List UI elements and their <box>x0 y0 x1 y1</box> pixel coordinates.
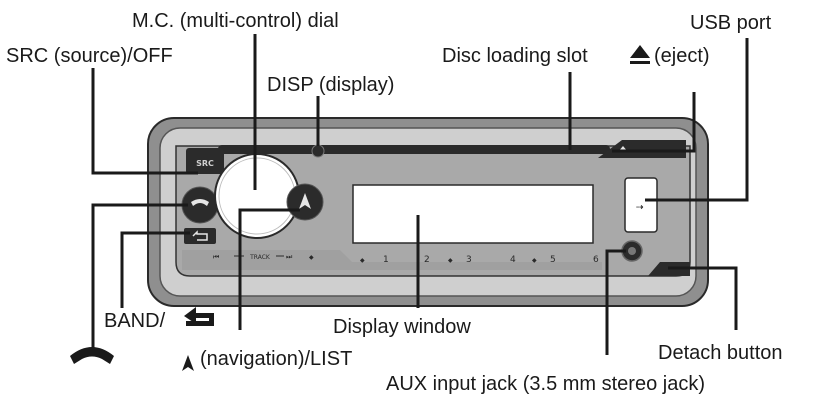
label-detach: Detach button <box>658 342 783 364</box>
eject-button[interactable] <box>598 140 686 158</box>
leader-eject <box>612 92 696 153</box>
leader-lines <box>91 34 749 355</box>
leader-phone <box>91 203 188 353</box>
leader-band <box>120 231 190 308</box>
preset-3[interactable]: 3 <box>466 255 472 265</box>
next-track-icon: ⏭ <box>286 253 293 261</box>
label-mc-dial: M.C. (multi-control) dial <box>132 10 339 32</box>
preset-6[interactable]: 6 <box>593 255 599 265</box>
disp-button[interactable] <box>311 144 325 158</box>
diamond-icon: ◆ <box>309 255 314 261</box>
prev-track-icon: ⏮ <box>213 253 219 261</box>
band-button-icon <box>192 230 208 241</box>
label-disc-slot: Disc loading slot <box>442 45 588 67</box>
up-triangle-icon <box>182 355 194 371</box>
label-usb-port: USB port <box>690 12 772 34</box>
diamond-icon: ◆ <box>448 258 453 264</box>
label-src: SRC (source)/OFF <box>6 45 173 67</box>
src-button-label: SRC <box>196 159 214 168</box>
label-navigation: (navigation)/LIST <box>200 348 353 370</box>
mc-dial[interactable] <box>214 153 300 239</box>
disc-loading-slot <box>218 145 610 154</box>
label-aux: AUX input jack (3.5 mm stereo jack) <box>386 373 705 395</box>
leader-aux <box>605 249 626 355</box>
return-arrow-icon <box>184 307 214 326</box>
leader-src <box>91 68 198 175</box>
src-button[interactable] <box>186 148 224 174</box>
usb-port-icon: ⇢ <box>636 203 644 213</box>
track-label: TRACK <box>249 254 271 261</box>
band-button[interactable] <box>184 228 216 244</box>
leader-navigation <box>238 208 300 330</box>
usb-port[interactable] <box>624 177 658 233</box>
leader-usb <box>645 38 749 202</box>
label-band: BAND/ <box>104 310 166 332</box>
diamond-icon: ◆ <box>360 258 365 264</box>
eject-icon-bar <box>630 61 650 64</box>
preset-1[interactable]: 1 <box>383 255 389 265</box>
aux-jack-hole <box>628 247 636 255</box>
phone-button-icon <box>191 199 209 206</box>
diamond-icon: ◆ <box>532 258 537 264</box>
preset-5[interactable]: 5 <box>550 255 556 265</box>
preset-2[interactable]: 2 <box>424 255 430 265</box>
eject-icon <box>630 45 650 58</box>
label-display-window: Display window <box>333 316 471 338</box>
phone-handset-icon <box>70 347 114 364</box>
leader-detach <box>668 266 738 330</box>
label-disp: DISP (display) <box>267 74 395 96</box>
label-eject: (eject) <box>654 45 710 67</box>
display-window <box>352 184 594 244</box>
navigation-button-icon <box>299 193 311 209</box>
preset-4[interactable]: 4 <box>510 255 516 265</box>
key-strip <box>182 250 602 270</box>
